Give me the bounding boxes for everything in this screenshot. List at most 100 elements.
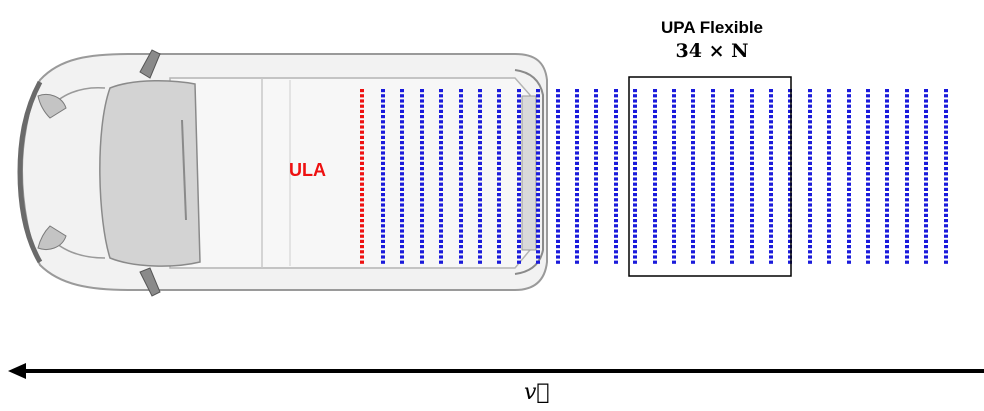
upa-element: [575, 203, 579, 207]
upa-element: [575, 260, 579, 264]
upa-element: [672, 172, 676, 176]
upa-element: [439, 146, 443, 150]
upa-element: [400, 208, 404, 212]
upa-element: [788, 229, 792, 233]
upa-element: [827, 193, 831, 197]
upa-element: [905, 156, 909, 160]
upa-element: [944, 213, 948, 217]
upa-element: [769, 208, 773, 212]
upa-element: [711, 208, 715, 212]
upa-element: [808, 161, 812, 165]
upa-element: [691, 167, 695, 171]
upa-element: [653, 161, 657, 165]
ula-element: [360, 203, 364, 207]
upa-element: [847, 208, 851, 212]
upa-element: [866, 219, 870, 223]
upa-element: [924, 245, 928, 249]
upa-element: [924, 193, 928, 197]
upa-element: [924, 234, 928, 238]
upa-element: [594, 94, 598, 98]
upa-element: [691, 213, 695, 217]
upa-element: [575, 125, 579, 129]
upa-element: [653, 208, 657, 212]
upa-element: [711, 151, 715, 155]
upa-element: [459, 260, 463, 264]
upa-element: [944, 177, 948, 181]
upa-element: [478, 224, 482, 228]
upa-element: [750, 224, 754, 228]
upa-element: [691, 156, 695, 160]
upa-element: [750, 193, 754, 197]
upa-element: [750, 89, 754, 93]
upa-element: [400, 156, 404, 160]
upa-element: [497, 120, 501, 124]
upa-element: [711, 193, 715, 197]
upa-element: [536, 104, 540, 108]
upa-element: [750, 198, 754, 202]
upa-element: [439, 229, 443, 233]
upa-element: [885, 104, 889, 108]
upa-element: [556, 177, 560, 181]
upa-element: [944, 250, 948, 254]
upa-element: [691, 94, 695, 98]
upa-element: [672, 141, 676, 145]
upa-element: [711, 182, 715, 186]
ula-element: [360, 115, 364, 119]
upa-element: [885, 250, 889, 254]
upa-element: [750, 115, 754, 119]
upa-element: [381, 109, 385, 113]
upa-element: [750, 245, 754, 249]
upa-element: [400, 146, 404, 150]
upa-element: [653, 146, 657, 150]
upa-element: [420, 224, 424, 228]
upa-element: [750, 250, 754, 254]
upa-element: [691, 229, 695, 233]
upa-element: [750, 239, 754, 243]
upa-element: [653, 187, 657, 191]
upa-element: [633, 120, 637, 124]
upa-element: [924, 208, 928, 212]
upa-element: [614, 156, 618, 160]
upa-element: [439, 161, 443, 165]
upa-element: [691, 151, 695, 155]
upa-element: [478, 213, 482, 217]
upa-element: [788, 198, 792, 202]
upa-element: [808, 94, 812, 98]
upa-element: [400, 193, 404, 197]
upa-element: [594, 224, 598, 228]
upa-element: [827, 250, 831, 254]
upa-element: [866, 109, 870, 113]
upa-element: [459, 151, 463, 155]
upa-element: [827, 120, 831, 124]
upa-element: [924, 260, 928, 264]
upa-element: [439, 213, 443, 217]
upa-element: [556, 109, 560, 113]
upa-element: [556, 229, 560, 233]
upa-element: [866, 151, 870, 155]
upa-element: [633, 141, 637, 145]
van-top-view-icon: [17, 49, 548, 297]
upa-element: [944, 141, 948, 145]
upa-element: [594, 167, 598, 171]
upa-element: [536, 130, 540, 134]
upa-element: [478, 135, 482, 139]
upa-element: [924, 156, 928, 160]
upa-element: [711, 130, 715, 134]
upa-element: [847, 219, 851, 223]
upa-element: [517, 120, 521, 124]
velocity-label: v⃖: [524, 380, 550, 405]
upa-element: [459, 234, 463, 238]
upa-element: [517, 135, 521, 139]
upa-element: [653, 198, 657, 202]
upa-element: [944, 125, 948, 129]
upa-element: [536, 94, 540, 98]
upa-element: [827, 203, 831, 207]
ula-element: [360, 167, 364, 171]
upa-element: [614, 229, 618, 233]
upa-element: [400, 234, 404, 238]
upa-element: [847, 151, 851, 155]
upa-element: [575, 115, 579, 119]
upa-element: [672, 255, 676, 259]
upa-element: [614, 104, 618, 108]
upa-element: [633, 234, 637, 238]
